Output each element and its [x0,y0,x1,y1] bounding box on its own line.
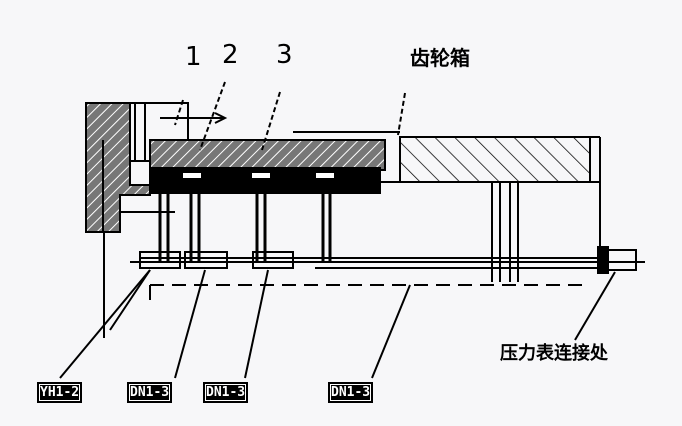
callout-3: 3 [276,40,293,70]
part-tag: YH1-2 [37,382,83,403]
gearbox [399,136,591,183]
hatched-rail [149,139,386,171]
gearbox-label: 齿轮箱 [410,46,470,70]
gauge-connection-label: 压力表连接处 [500,343,608,364]
callout-1: 1 [185,42,202,72]
part-tag: DN1-3 [127,382,173,403]
part-tag: DN1-3 [328,382,374,403]
part-tag: DN1-3 [203,382,249,403]
callout-2: 2 [222,40,239,70]
